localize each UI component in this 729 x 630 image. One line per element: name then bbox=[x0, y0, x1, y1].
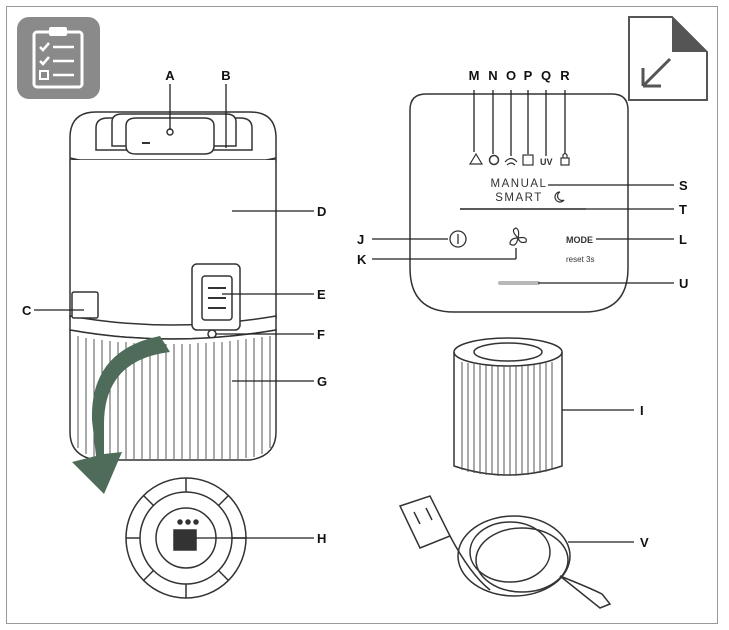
label-k: K bbox=[357, 252, 367, 267]
label-m: M bbox=[469, 68, 480, 83]
reset-text: reset 3s bbox=[566, 255, 594, 264]
uv-text: UV bbox=[540, 157, 553, 167]
label-h: H bbox=[317, 531, 326, 546]
filter-illustration bbox=[453, 337, 563, 476]
label-u: U bbox=[679, 276, 688, 291]
label-j: J bbox=[357, 232, 364, 247]
label-g: G bbox=[317, 374, 327, 389]
label-c: C bbox=[22, 303, 32, 318]
bottom-view-illustration bbox=[125, 477, 247, 599]
label-n: N bbox=[488, 68, 497, 83]
smart-text: SMART bbox=[495, 192, 543, 204]
label-a: A bbox=[165, 68, 175, 83]
grille-lines bbox=[77, 336, 271, 459]
clipboard-checklist-icon bbox=[17, 17, 100, 99]
leader-lines bbox=[34, 84, 674, 543]
label-f: F bbox=[317, 327, 325, 342]
label-t: T bbox=[679, 202, 687, 217]
label-i: I bbox=[640, 403, 644, 418]
label-s: S bbox=[679, 178, 688, 193]
mode-text: MODE bbox=[566, 235, 593, 245]
label-v: V bbox=[640, 535, 649, 550]
page-corner-arrow-icon bbox=[628, 16, 708, 101]
label-l: L bbox=[679, 232, 687, 247]
label-d: D bbox=[317, 204, 326, 219]
manual-text: MANUAL bbox=[491, 178, 548, 190]
label-b: B bbox=[221, 68, 230, 83]
control-panel bbox=[409, 93, 629, 313]
label-q: Q bbox=[541, 68, 551, 83]
rotate-arrow-icon bbox=[72, 336, 170, 494]
label-e: E bbox=[317, 287, 326, 302]
label-o: O bbox=[506, 68, 516, 83]
label-r: R bbox=[560, 68, 570, 83]
label-p: P bbox=[524, 68, 533, 83]
power-adapter-illustration bbox=[398, 495, 612, 609]
filter-pleats bbox=[461, 362, 553, 476]
